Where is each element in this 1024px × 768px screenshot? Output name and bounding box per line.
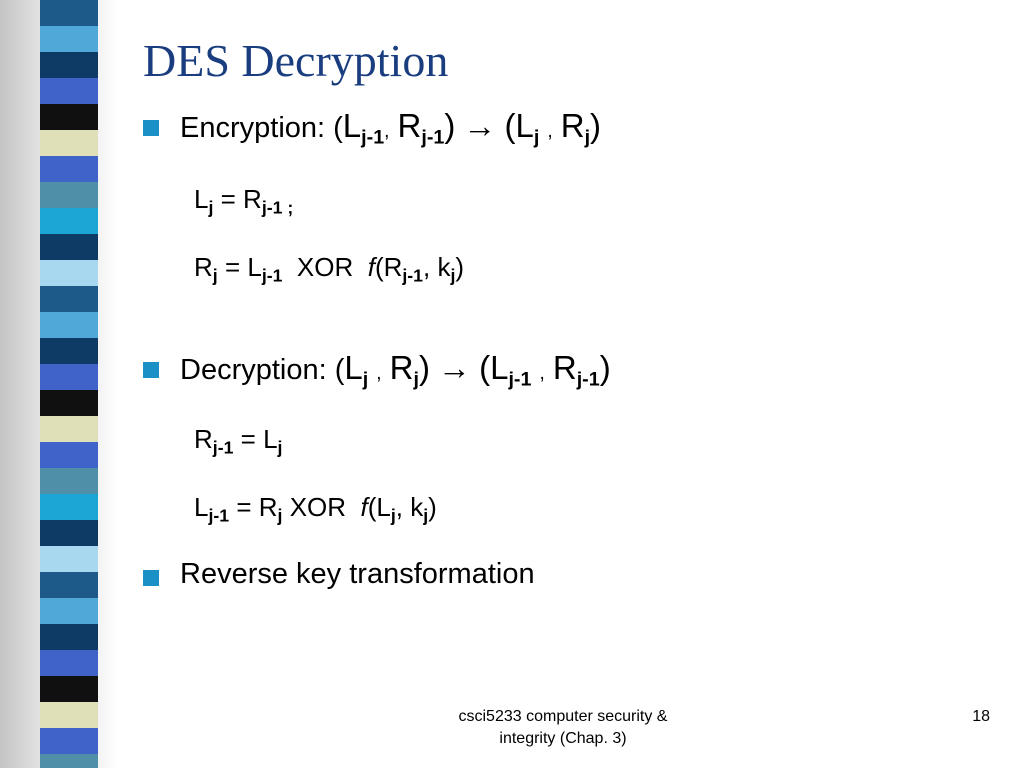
stripe-segment xyxy=(40,546,98,572)
stripe-segment xyxy=(40,754,98,768)
stripe-segment xyxy=(40,468,98,494)
slide-footer: csci5233 computer security & integrity (… xyxy=(408,706,718,751)
stripe-segment xyxy=(40,702,98,728)
footer-line: csci5233 computer security & xyxy=(458,708,668,725)
stripe-segment xyxy=(40,52,98,78)
equation-line: Rj-1 = Lj xyxy=(194,424,283,458)
slide-title: DES Decryption xyxy=(143,35,449,86)
stripe-segment xyxy=(40,286,98,312)
stripe-segment xyxy=(40,26,98,52)
right-arrow-icon: → xyxy=(438,349,472,386)
decorative-stripe-bar xyxy=(0,0,118,768)
stripe-segment xyxy=(40,156,98,182)
right-arrow-icon: → xyxy=(463,107,497,144)
equation-line: Lj = Rj-1 ; xyxy=(194,184,294,218)
stripe-segment xyxy=(40,338,98,364)
stripe-segment xyxy=(40,234,98,260)
footer-line: integrity (Chap. 3) xyxy=(499,730,627,748)
stripe-segment xyxy=(40,494,98,520)
bullet-decryption: Decryption: (Lj , Rj) → (Lj-1 , Rj-1) xyxy=(180,349,611,391)
stripe-segment xyxy=(40,0,98,26)
stripe-segment xyxy=(40,104,98,130)
equation-line: Lj-1 = Rj XOR f(Lj, kj) xyxy=(194,492,437,526)
stripe-segment xyxy=(40,416,98,442)
stripe-segment xyxy=(40,390,98,416)
stripe-segment xyxy=(40,728,98,754)
bullet-reverse-key: Reverse key transformation xyxy=(180,558,535,590)
stripe-column xyxy=(40,0,98,768)
bullet-encryption: Encryption: (Lj-1, Rj-1) → (Lj , Rj) xyxy=(180,107,602,149)
stripe-segment xyxy=(40,624,98,650)
bullet-square-icon xyxy=(143,570,159,586)
stripe-segment xyxy=(40,208,98,234)
bullet-label: Encryption: ( xyxy=(180,112,343,144)
equation-line: Rj = Lj-1 XOR f(Rj-1, kj) xyxy=(194,252,465,286)
stripe-segment xyxy=(40,650,98,676)
stripe-segment xyxy=(40,676,98,702)
stripe-segment xyxy=(40,78,98,104)
stripe-segment xyxy=(40,312,98,338)
page-number: 18 xyxy=(972,708,990,725)
bullet-square-icon xyxy=(143,362,159,378)
stripe-segment xyxy=(40,598,98,624)
stripe-segment xyxy=(40,442,98,468)
stripe-segment xyxy=(40,130,98,156)
stripe-segment xyxy=(40,260,98,286)
stripe-segment xyxy=(40,572,98,598)
bullet-square-icon xyxy=(143,120,159,136)
stripe-segment xyxy=(40,520,98,546)
stripe-segment xyxy=(40,182,98,208)
bullet-label: Decryption: ( xyxy=(180,354,345,386)
stripe-segment xyxy=(40,364,98,390)
